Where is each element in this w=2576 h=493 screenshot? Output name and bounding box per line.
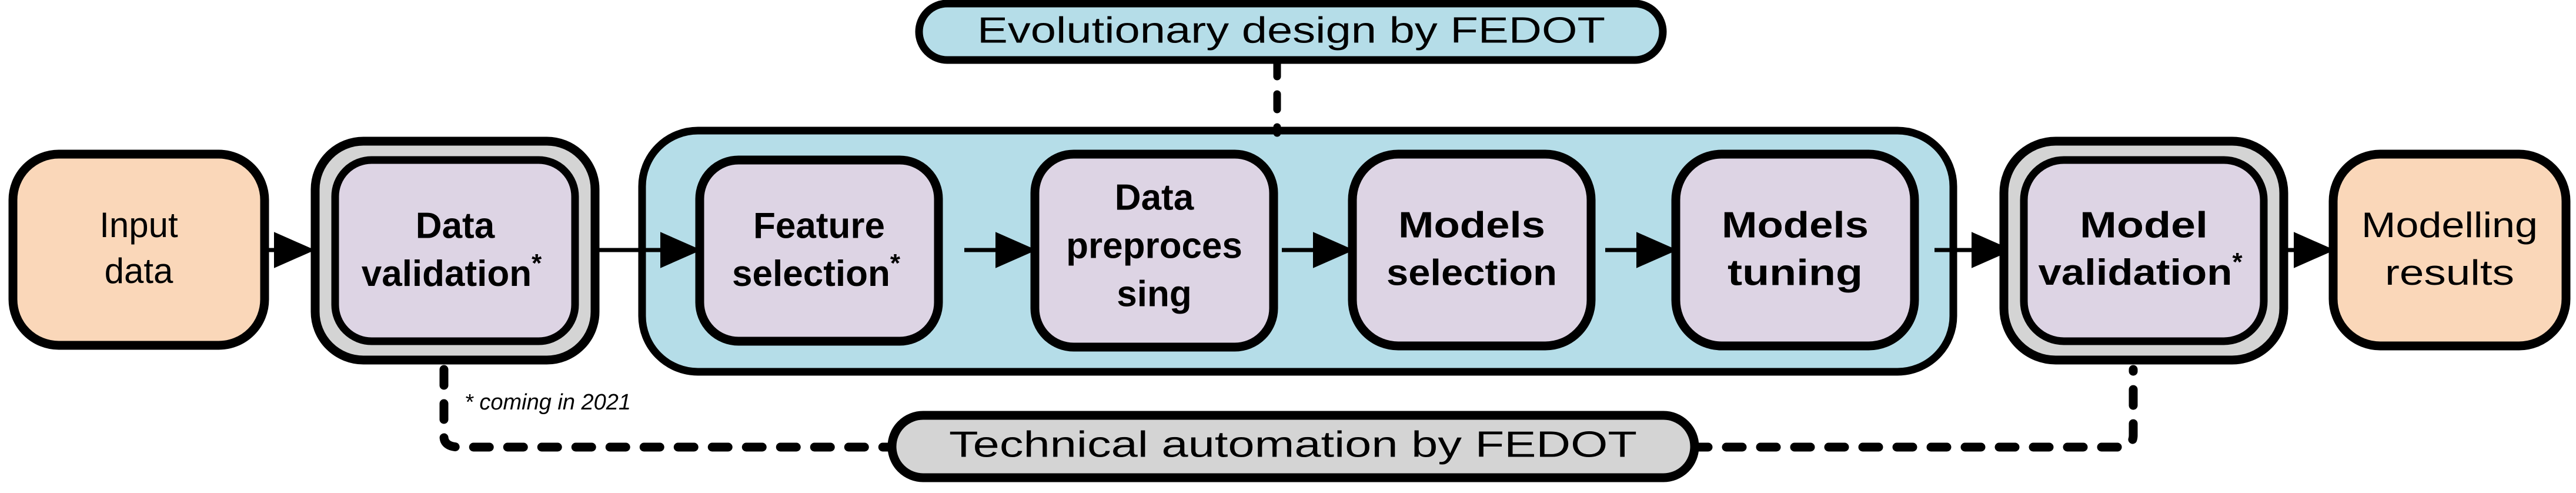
node-input-data-label-line-1: Input (99, 205, 178, 245)
node-data-validation-label-line-2-text: validation (362, 254, 532, 294)
node-model-validation-star: * (2232, 248, 2243, 277)
node-model-validation-label-line-2: validation* (2038, 248, 2243, 294)
node-feature-selection[interactable]: Feature selection* (695, 155, 943, 346)
technical-connector-left (439, 365, 901, 452)
node-model-validation-label-line-1: Model (2080, 205, 2208, 245)
node-input-data[interactable]: Input data (8, 149, 269, 350)
node-feature-selection-star: * (890, 249, 901, 278)
node-modelling-results-label-line-1: Modelling (2361, 205, 2538, 245)
node-data-preprocessing-shape (1030, 149, 1278, 352)
node-data-validation-shape (331, 156, 579, 345)
node-model-validation[interactable]: Model validation* (1999, 136, 2288, 365)
node-model-validation-label-line-2-text: validation (2038, 252, 2232, 293)
node-models-tuning-label-line-2: tuning (1728, 252, 1863, 293)
node-models-tuning[interactable]: Models tuning (1671, 149, 1919, 351)
node-data-validation-label-line-1: Data (416, 205, 495, 246)
node-models-selection-shape (1348, 149, 1596, 351)
node-feature-selection-label-line-2-text: selection (732, 254, 890, 294)
node-data-preprocessing[interactable]: Data preproces sing (1030, 149, 1278, 352)
node-feature-selection-label-line-1: Feature (753, 205, 885, 246)
node-models-selection-label-line-2: selection (1386, 252, 1557, 293)
node-input-data-label-line-2: data (105, 251, 173, 291)
node-data-preprocessing-label-line-1: Data (1115, 177, 1194, 218)
node-data-validation[interactable]: Data validation* (310, 136, 600, 365)
technical-connector-right (1688, 365, 2138, 452)
node-feature-selection-label-line-2: selection* (732, 249, 901, 295)
technical-banner-label: Technical automation by FEDOT (949, 424, 1637, 465)
node-modelling-results-label-line-2: results (2385, 253, 2514, 292)
evolutionary-banner-label: Evolutionary design by FEDOT (977, 10, 1605, 51)
node-models-tuning-shape (1671, 149, 1919, 351)
node-data-preprocessing-label-line-2: preproces (1066, 225, 1242, 266)
node-models-selection[interactable]: Models selection (1348, 149, 1596, 351)
node-models-selection-label-line-1: Models (1398, 205, 1545, 245)
node-modelling-results[interactable]: Modelling results (2328, 149, 2571, 351)
footnote-label: * coming in 2021 (465, 390, 631, 415)
node-models-tuning-label-line-1: Models (1722, 205, 1869, 245)
technical-banner (887, 411, 1699, 482)
node-feature-selection-shape (695, 155, 943, 346)
node-modelling-results-shape (2328, 149, 2571, 351)
node-model-validation-shape (2020, 156, 2268, 345)
node-data-validation-label-line-2: validation* (362, 249, 542, 295)
node-data-preprocessing-label-line-3: sing (1117, 274, 1191, 314)
node-data-validation-star: * (532, 249, 542, 278)
evolutionary-banner (915, 0, 1667, 64)
node-input-data-shape (8, 149, 269, 350)
